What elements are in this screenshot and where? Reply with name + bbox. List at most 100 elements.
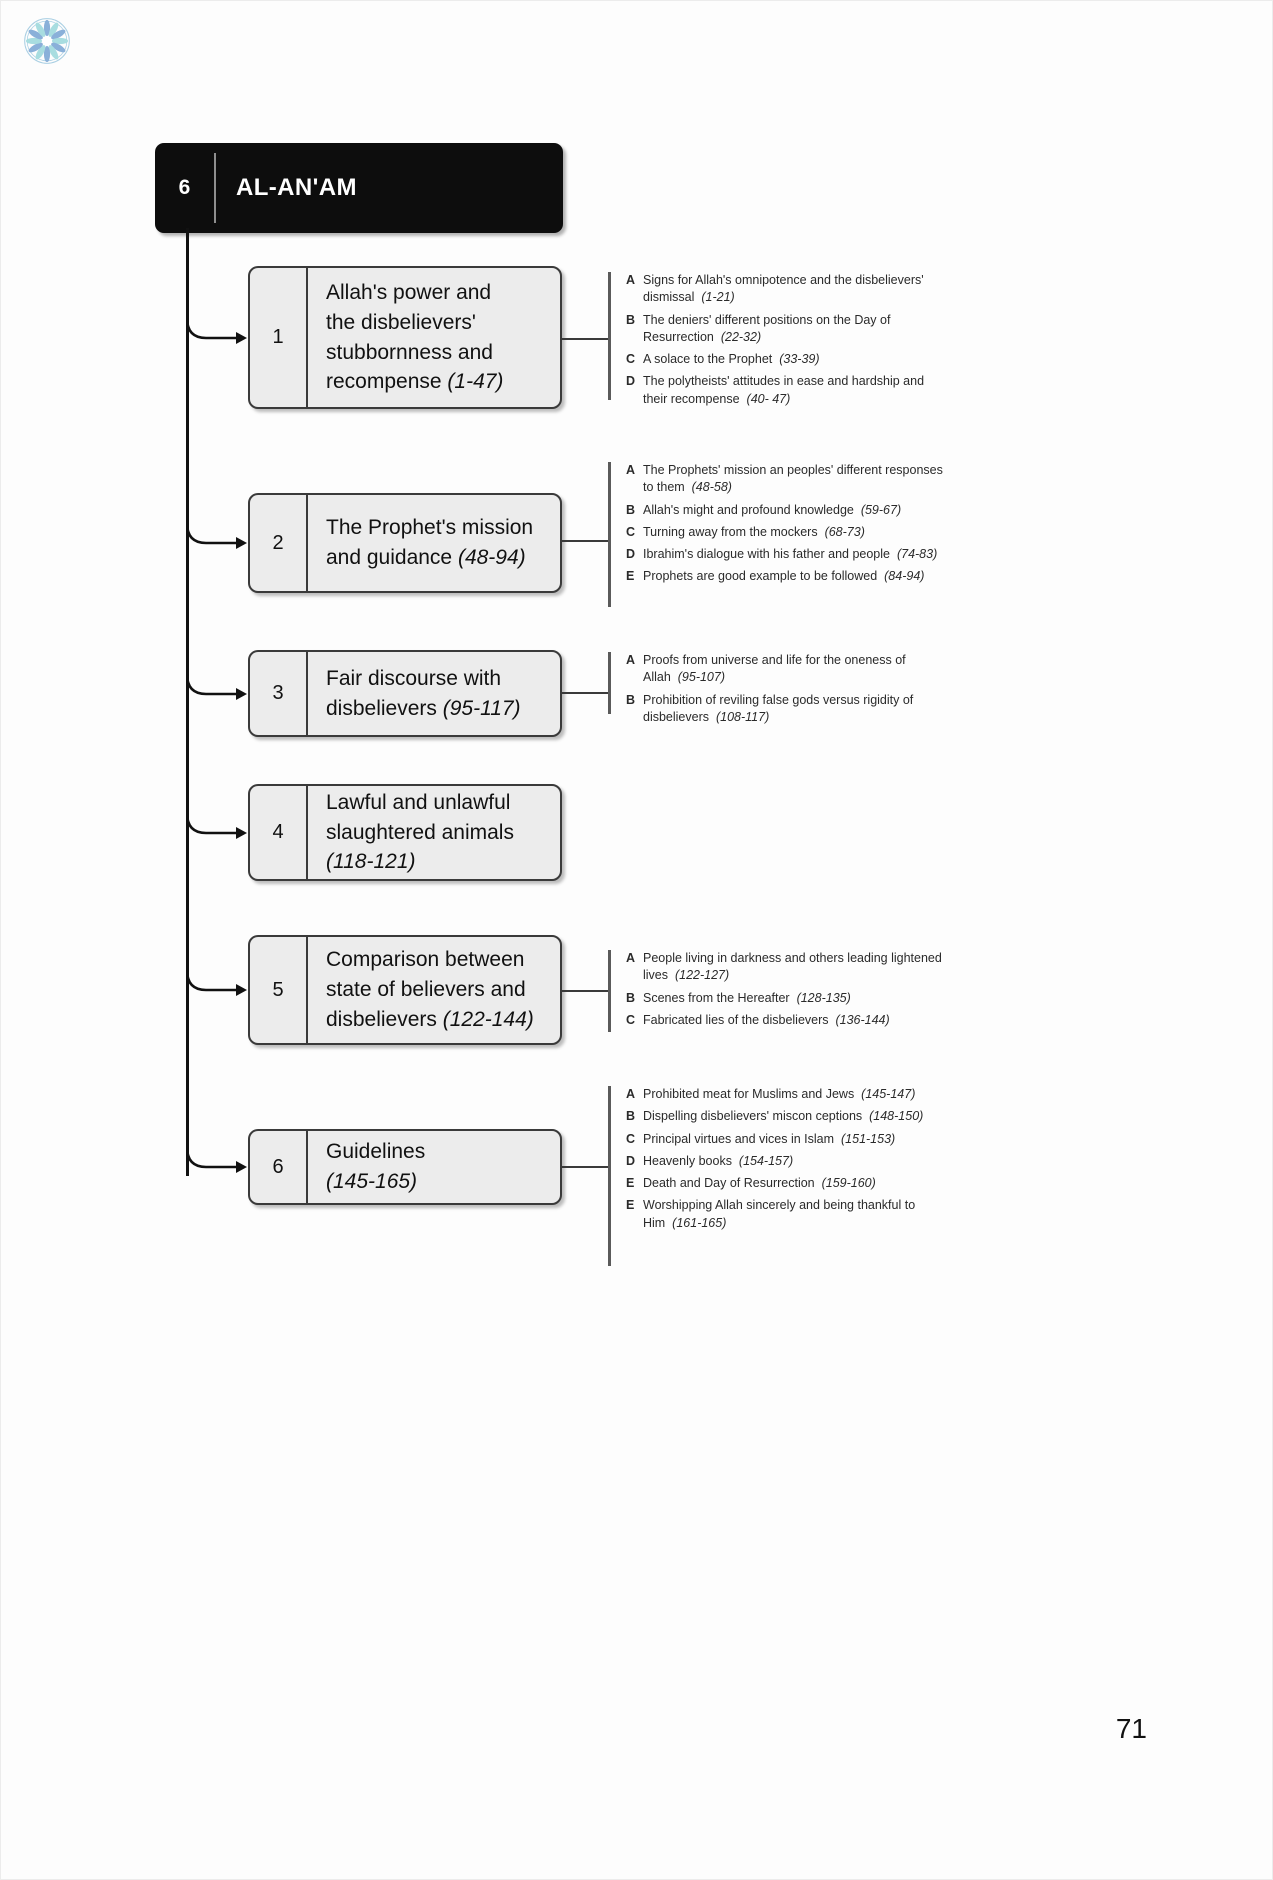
page-number: 71	[1115, 1713, 1147, 1744]
section-title-line: Allah's power and	[326, 280, 492, 304]
subitem-body: The deniers' different positions on the …	[643, 312, 891, 344]
rosette-logo	[14, 10, 80, 72]
surah-name: AL-AN'AM	[236, 174, 357, 201]
subitem-body: Prophets are good example to be followed	[643, 569, 878, 584]
subitem-letter: A	[626, 273, 636, 287]
subitem-body: Fabricated lies of the disbelievers	[643, 1012, 829, 1027]
section-title-line: recompense (1-47)	[326, 370, 504, 394]
section-verse-range: (1-47)	[441, 370, 504, 394]
subitem-text: Prohibited meat for Muslims and Jews (14…	[643, 1086, 946, 1103]
subitem[interactable]: A Prohibited meat for Muslims and Jews (1…	[626, 1086, 946, 1103]
subitem-spine	[608, 950, 611, 1032]
subitem-text: People living in darkness and others lea…	[643, 950, 946, 985]
subitem-verse-range: (151-153)	[841, 1131, 896, 1146]
section-number: 3	[272, 682, 284, 704]
subitem-text: A solace to the Prophet (33-39)	[643, 351, 946, 368]
subitem-letter: E	[626, 1176, 635, 1190]
section-title: Allah's power and the disbelievers' stubbo…	[308, 268, 560, 407]
subitem-verse-range: (154-157)	[738, 1153, 794, 1168]
subitem-letter: D	[626, 374, 636, 389]
subitem-body: Signs for Allah's omnipotence and the di…	[643, 273, 924, 305]
subitem-list: A Signs for Allah's omnipotence and the d…	[626, 272, 946, 413]
subitem-body: Death and Day of Resurrection	[643, 1176, 815, 1190]
section-number: 2	[272, 531, 284, 554]
subitem-letter: A	[626, 1087, 636, 1101]
subitem-letter: B	[626, 502, 636, 517]
section-title-line: the disbelievers'	[326, 310, 476, 334]
connector-arrow	[185, 308, 252, 368]
subitem-text: Turning away from the mockers (68-73)	[643, 524, 946, 541]
subitem-verse-range: (74-83)	[896, 547, 938, 561]
subitem-body: Prohibited meat for Muslims and Jews	[643, 1087, 855, 1101]
subitem-letter: D	[626, 547, 636, 561]
subitem[interactable]: B Allah's might and profound knowledge (5…	[626, 502, 946, 519]
subitem-body: Ibrahim's dialogue with his father and p…	[643, 547, 890, 561]
subitem-text: Dispelling disbelievers' miscon ceptions…	[643, 1108, 946, 1125]
subitem-verse-range: (145-147)	[861, 1087, 916, 1101]
section-divider	[306, 1131, 308, 1203]
subitem-body: Scenes from the Hereafter	[643, 990, 790, 1005]
subitem-letter: A	[626, 463, 636, 477]
section-divider	[306, 495, 308, 591]
subitem[interactable]: D Ibrahim's dialogue with his father and …	[626, 546, 946, 563]
subitem[interactable]: E Worshipping Allah sincerely and being t…	[626, 1197, 946, 1232]
subitem-body: Worshipping Allah sincerely and being th…	[643, 1198, 916, 1230]
subitem-letter: A	[626, 653, 636, 667]
subitem-verse-range: (59-67)	[860, 502, 902, 517]
subitem-verse-range: (161-165)	[672, 1215, 727, 1230]
subitem-verse-range: (1-21)	[701, 290, 735, 305]
subitem-spine	[608, 652, 611, 714]
sub-connector-line	[562, 1166, 608, 1168]
subitem-text: Allah's might and profound knowledge (59…	[643, 502, 946, 519]
section-verse-range: (118-121)	[326, 850, 416, 874]
subitem-verse-range: (40- 47)	[746, 391, 791, 406]
surah-title-bar: 6 AL-AN'AM	[155, 143, 563, 233]
connector-arrow	[185, 960, 252, 1020]
subitem-letter: D	[626, 1153, 636, 1168]
subitem-letter: C	[626, 1131, 636, 1146]
subitem-verse-range: (136-144)	[835, 1012, 890, 1027]
section-title-line: Guidelines	[326, 1140, 426, 1164]
subitem-text: Proofs from universe and life for the on…	[643, 652, 946, 687]
subitem-body: Turning away from the mockers	[643, 524, 818, 539]
subitem-text: Death and Day of Resurrection (159-160)	[643, 1175, 946, 1192]
subitem[interactable]: A Signs for Allah's omnipotence and the d…	[626, 272, 946, 307]
subitem-verse-range: (128-135)	[796, 990, 851, 1005]
subitem[interactable]: A Proofs from universe and life for the o…	[626, 652, 946, 687]
subitem-text: Worshipping Allah sincerely and being th…	[643, 1197, 946, 1232]
subitem[interactable]: E Death and Day of Resurrection (159-160)	[626, 1175, 946, 1192]
subitem-letter: E	[626, 1198, 635, 1213]
section-title-line: Comparison between	[326, 948, 525, 972]
section-divider	[306, 652, 308, 735]
section-title: Guidelines(145-165)	[308, 1131, 560, 1203]
section-divider	[306, 268, 308, 407]
subitem-verse-range: (22-32)	[720, 329, 762, 344]
section-divider	[306, 937, 308, 1043]
section-title-line: state of believers and	[326, 978, 526, 1002]
subitem-verse-range: (48-58)	[691, 480, 732, 495]
section-title-line: stubbornness and	[326, 340, 493, 364]
